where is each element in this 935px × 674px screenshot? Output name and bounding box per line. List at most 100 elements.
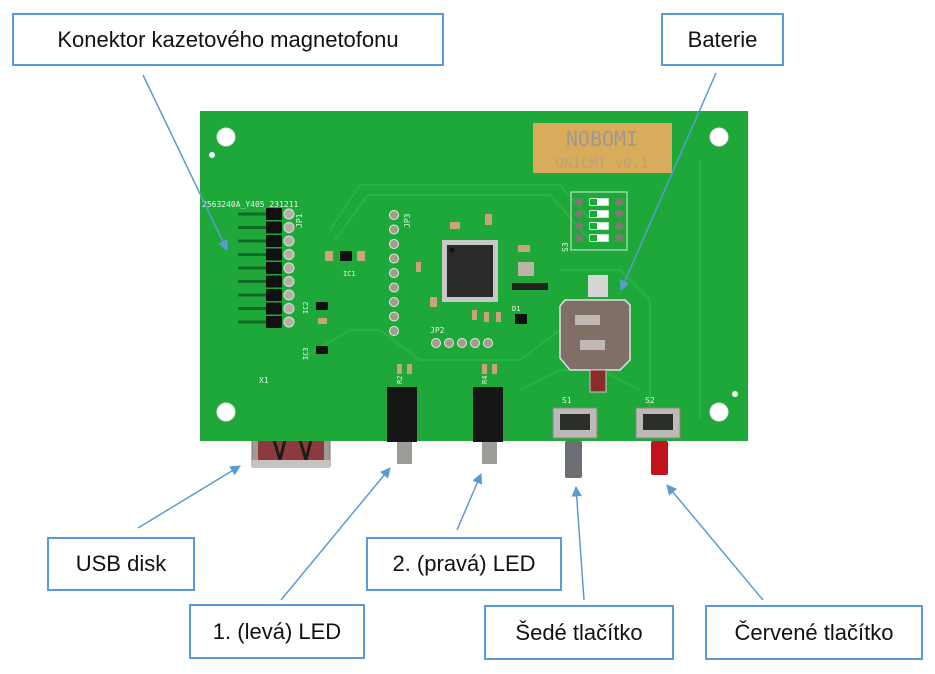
- header-pin: [238, 307, 266, 310]
- callout-label: 1. (levá) LED: [212, 618, 342, 644]
- callout-label: 2. (pravá) LED: [392, 551, 536, 576]
- solder-pad: [615, 234, 623, 242]
- solder-pad: [283, 249, 295, 260]
- logo-line2: UNICMT v0.1: [556, 156, 649, 172]
- header-pin: [238, 266, 266, 270]
- jp2-pads: [431, 338, 493, 348]
- header-body: [266, 302, 282, 315]
- svg-text:JP1: JP1: [295, 213, 304, 228]
- header-pin: [238, 293, 266, 297]
- gray-button-component: [552, 407, 598, 478]
- solder-pad: [389, 253, 399, 264]
- solder-pad: [283, 235, 295, 247]
- callout-cassette-connector: Konektor kazetového magnetofonu: [12, 13, 444, 66]
- solder-pad: [444, 338, 454, 348]
- serial-text: 2563240A_Y405_231211: [202, 200, 299, 209]
- svg-text:S1: S1: [562, 396, 572, 405]
- header-body: [266, 316, 282, 328]
- solder-pad: [575, 222, 583, 230]
- solder-pad: [431, 338, 441, 348]
- dip-toggle-knob: [590, 235, 597, 241]
- header-pin: [238, 253, 266, 256]
- red-button-component: [635, 407, 681, 475]
- dip-toggle: [588, 209, 610, 219]
- solder-pad: [389, 297, 399, 307]
- solder-pad: [283, 262, 295, 274]
- solder-pad: [389, 268, 399, 278]
- header-body: [266, 248, 282, 261]
- led-1-component: R2: [387, 364, 417, 464]
- dip-toggle-knob: [590, 211, 597, 217]
- microcontroller: [442, 240, 498, 302]
- jp3-pads: [389, 210, 399, 336]
- callout-led-1: 1. (levá) LED: [189, 604, 365, 659]
- solder-pad: [283, 208, 295, 220]
- cassette-connector-header: [238, 208, 295, 328]
- callout-usb-disk: USB disk: [47, 537, 195, 591]
- header-body: [266, 289, 282, 301]
- callout-led-2: 2. (pravá) LED: [366, 537, 562, 591]
- dip-toggle: [588, 221, 610, 231]
- callout-battery: Baterie: [661, 13, 784, 66]
- header-pin: [238, 212, 266, 216]
- header-body: [266, 275, 282, 288]
- solder-pad: [575, 198, 583, 206]
- mounting-hole: [709, 402, 729, 422]
- svg-text:IC3: IC3: [302, 347, 310, 360]
- solder-pad: [483, 338, 493, 348]
- solder-pad: [283, 289, 295, 301]
- logo-line1: NOBOMI: [566, 127, 638, 151]
- solder-pad: [283, 316, 295, 328]
- header-pin: [238, 320, 266, 324]
- solder-pad: [457, 338, 467, 348]
- svg-text:R4: R4: [481, 376, 489, 384]
- mounting-hole: [216, 402, 236, 422]
- dip-toggle-knob: [590, 199, 597, 205]
- svg-text:JP2: JP2: [430, 326, 445, 335]
- header-body: [266, 208, 282, 220]
- svg-text:S3: S3: [561, 242, 570, 252]
- callout-label: Červené tlačítko: [734, 619, 894, 645]
- solder-pad: [283, 276, 295, 287]
- solder-pad: [470, 338, 480, 348]
- callout-gray-button: Šedé tlačítko: [484, 605, 674, 660]
- header-body: [266, 221, 282, 234]
- solder-pad: [389, 326, 399, 336]
- dip-toggle: [588, 197, 610, 207]
- solder-pad: [389, 282, 399, 293]
- callout-label: Baterie: [687, 26, 758, 52]
- solder-pad: [615, 210, 623, 218]
- solder-pad: [389, 239, 399, 249]
- solder-pad: [575, 234, 583, 242]
- solder-pad: [389, 210, 399, 220]
- svg-text:IC2: IC2: [302, 301, 310, 314]
- svg-text:R2: R2: [396, 376, 404, 384]
- led-2-component: R4: [473, 364, 503, 464]
- callout-label: Šedé tlačítko: [515, 619, 643, 645]
- svg-text:X1: X1: [259, 376, 269, 385]
- solder-pad: [283, 303, 295, 314]
- callout-label: Konektor kazetového magnetofonu: [57, 26, 399, 52]
- header-pin: [238, 226, 266, 229]
- mounting-hole: [709, 127, 729, 147]
- header-body: [266, 262, 282, 274]
- svg-text:S2: S2: [645, 396, 655, 405]
- logo-plate: NOBOMI UNICMT v0.1: [533, 123, 672, 173]
- header-pin: [238, 280, 266, 283]
- solder-pad: [575, 210, 583, 218]
- dip-toggle: [588, 233, 610, 243]
- solder-pad: [389, 311, 399, 322]
- callout-red-button: Červené tlačítko: [705, 605, 923, 660]
- svg-text:JP3: JP3: [403, 213, 412, 228]
- solder-pad: [615, 222, 623, 230]
- header-pin: [238, 239, 266, 243]
- solder-pad: [283, 222, 295, 233]
- dip-switch: S3: [561, 191, 628, 252]
- dip-toggle-knob: [590, 223, 597, 229]
- mounting-hole: [216, 127, 236, 147]
- solder-pad: [615, 198, 623, 206]
- battery-holder: [559, 275, 631, 393]
- header-body: [266, 235, 282, 247]
- svg-text:IC1: IC1: [343, 270, 356, 278]
